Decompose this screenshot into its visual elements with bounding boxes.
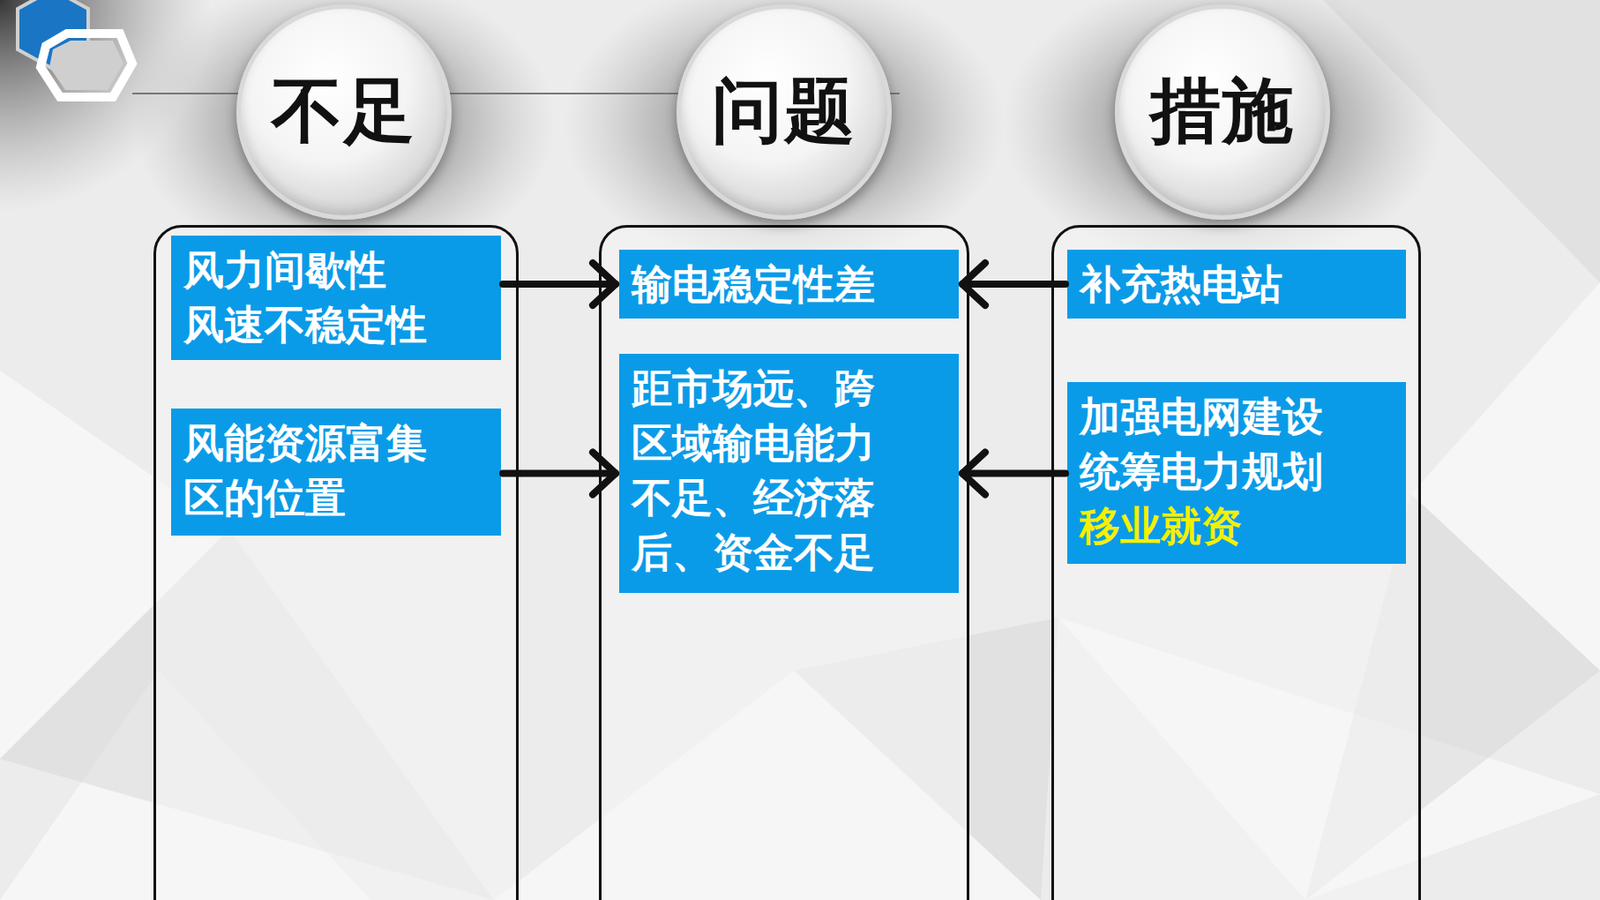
heading-circle: 不足 [236,4,452,220]
box-text: 距市场远、跨 区域输电能力 不足、经济落 后、资金不足 [631,360,947,580]
column-panel: 不足风力间歇性 风速不稳定性风能资源富集 区的位置 [153,224,519,900]
info-box: 风能资源富集 区的位置 [171,408,501,536]
box-text: 风能资源富集 区的位置 [183,415,489,525]
heading-text: 问题 [711,64,857,160]
info-box: 输电稳定性差 [619,249,959,319]
heading-text: 不足 [271,64,417,160]
heading-circle: 问题 [676,4,892,220]
heading-circle: 措施 [1114,4,1331,220]
arrow-connector [962,452,1066,495]
column-panel: 问题输电稳定性差距市场远、跨 区域输电能力 不足、经济落 后、资金不足 [598,224,970,900]
info-box: 风力间歇性 风速不稳定性 [171,235,501,360]
box-text: 风力间歇性 风速不稳定性 [183,242,489,352]
heading-text: 措施 [1150,64,1295,160]
info-box: 距市场远、跨 区域输电能力 不足、经济落 后、资金不足 [619,353,959,593]
info-box: 补充热电站 [1067,249,1406,319]
arrow-connector [962,262,1066,306]
info-box: 加强电网建设 统筹电力规划移业就资 [1067,381,1406,564]
box-text: 补充热电站 [1079,256,1394,312]
column-panel: 措施补充热电站加强电网建设 统筹电力规划移业就资 [1051,224,1421,900]
box-text: 加强电网建设 统筹电力规划 [1079,388,1394,499]
box-text: 输电稳定性差 [631,256,947,312]
highlight-text: 移业就资 [1079,498,1394,554]
